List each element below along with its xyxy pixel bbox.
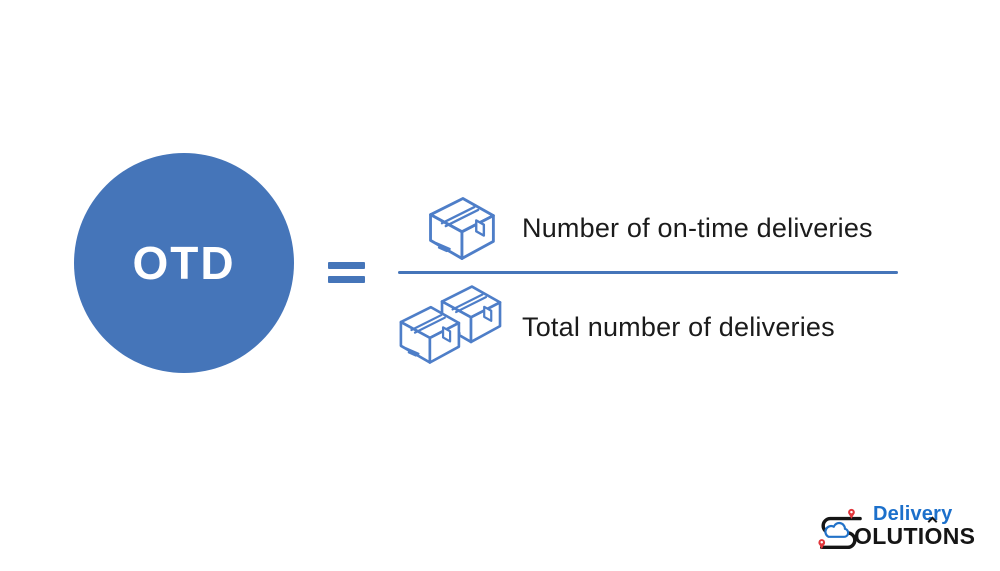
logo-solutions-part2: NS	[942, 523, 976, 549]
package-box-icon	[429, 197, 495, 260]
fraction-bar	[398, 271, 898, 274]
logo-brand-bottom: OLUTIONS	[854, 523, 975, 550]
equals-bar-bottom	[328, 276, 365, 283]
package-boxes-icon	[399, 285, 502, 364]
location-pin-icon	[818, 539, 826, 550]
cloud-icon	[824, 521, 850, 538]
logo-solutions-part1: OLUTI	[854, 523, 925, 549]
numerator-row: Number of on-time deliveries	[392, 192, 902, 264]
otd-circle: OTD	[74, 153, 294, 373]
fraction: Number of on-time deliveries Total numbe…	[392, 192, 902, 371]
delivery-solutions-logo: Delivery OLUTIONS	[816, 502, 996, 564]
otd-label: OTD	[132, 237, 236, 289]
denominator-row: Total number of deliveries	[392, 283, 902, 371]
numerator-label: Number of on-time deliveries	[522, 212, 873, 243]
logo-solutions-o-with-pin: O	[924, 523, 943, 549]
location-pin-icon	[848, 508, 855, 520]
route-s-icon	[818, 508, 862, 550]
denominator-label: Total number of deliveries	[522, 311, 835, 342]
equals-bar-top	[328, 262, 365, 269]
equals-icon: =	[328, 262, 365, 283]
